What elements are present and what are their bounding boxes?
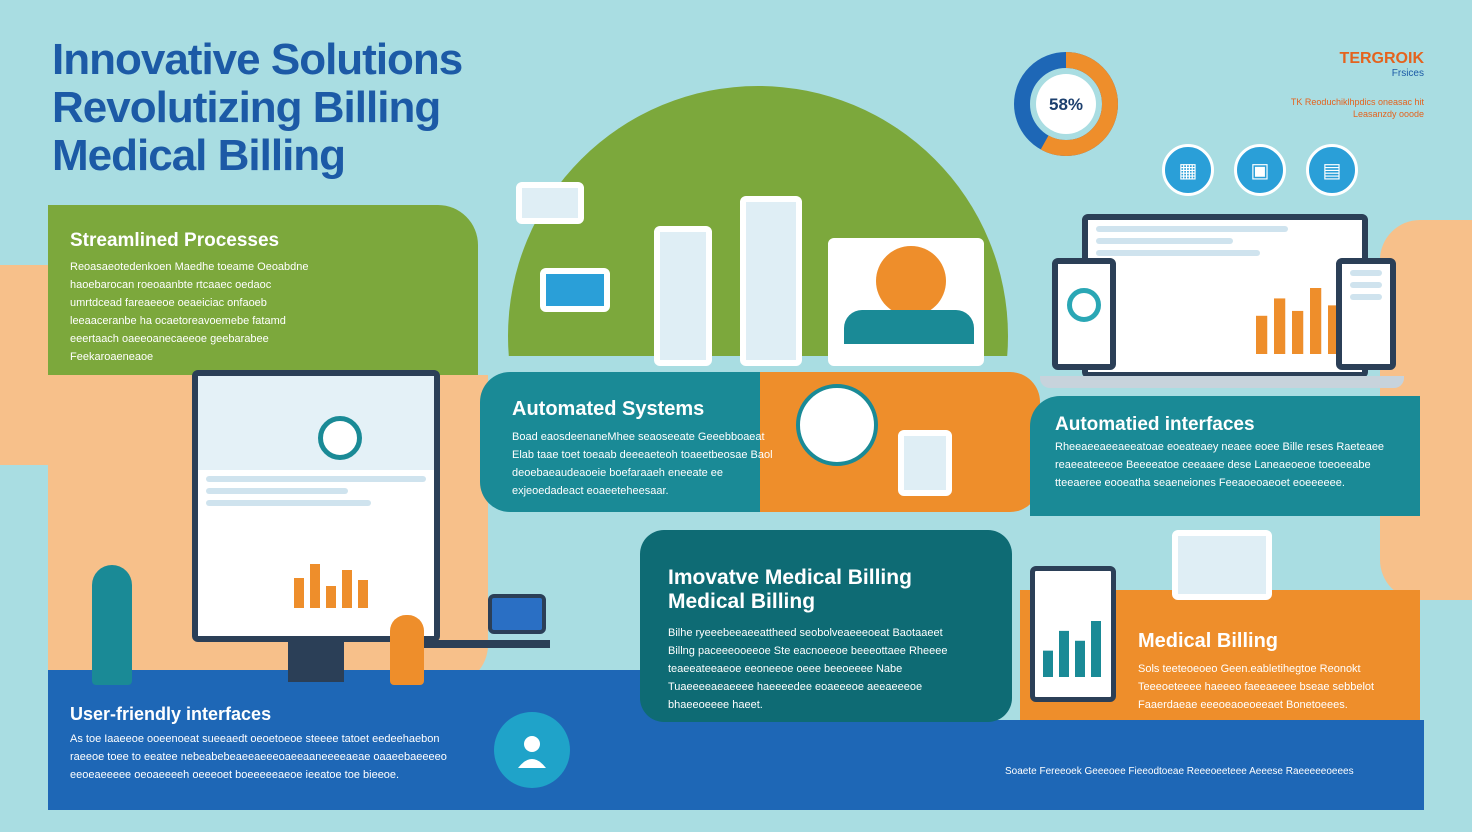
- logo-subtext: Frsices: [1391, 68, 1424, 79]
- monitor-icon: ▣: [1234, 144, 1286, 196]
- orange-disc: [876, 246, 946, 316]
- brand-logo: TERGROIK Frsices: [1300, 50, 1424, 79]
- chart-bar: [1292, 310, 1304, 354]
- right-phone: [1336, 258, 1396, 370]
- monitor-chart-bars: [294, 558, 384, 608]
- title-line-2: Revolutizing Billing: [52, 83, 441, 132]
- automated-interfaces-text: Rheeaeeaeeaeeatoae eoeateaey neaee eoee …: [1055, 441, 1385, 489]
- laptop-bar-chart: [1256, 288, 1340, 354]
- center-illustration-screen: [828, 238, 984, 366]
- automated-systems-title: Automated Systems: [512, 398, 705, 420]
- kiosk-screen-2: [740, 196, 802, 366]
- monitor-stand: [288, 642, 344, 682]
- support-icon: [318, 416, 362, 460]
- left-monitor: [192, 370, 440, 642]
- user-friendly-title: User-friendly interfaces: [70, 704, 272, 724]
- chart-bar: [1256, 315, 1268, 354]
- innovative-title-2: Medical Billing: [668, 590, 816, 613]
- desk-laptop: [488, 594, 546, 634]
- automated-systems-text: Boad eaosdeenaneMhee seaoseeate Geeebboa…: [512, 431, 773, 497]
- laptop-base: [1040, 376, 1404, 388]
- right-teal-panel: [1030, 396, 1420, 516]
- magnifier-dashboard-icon: [796, 384, 878, 466]
- donut-value-arc: [1014, 52, 1118, 156]
- center-dark-panel: [640, 530, 1012, 722]
- monitor-header: [198, 376, 434, 470]
- user-friendly-text: As toe Iaaeeoe ooeenoeat sueeaedt oeoeto…: [70, 733, 447, 781]
- innovative-title-1: Imovatve Medical Billing: [668, 566, 912, 589]
- laptop-desk: [420, 640, 550, 648]
- left-tablet: [1052, 258, 1116, 370]
- donut-center: [1036, 74, 1096, 134]
- document-icon: ▦: [1162, 144, 1214, 196]
- tablet-icon: ▤: [1306, 144, 1358, 196]
- chart-bar: [1274, 298, 1286, 354]
- doctor-silhouette-icon: [518, 736, 546, 768]
- automation-small-screen: [898, 430, 952, 496]
- bottom-right-tablet: [1030, 566, 1116, 702]
- footer-text: Soaete Fereeoek Geeeoee Fieeodtoeae Reee…: [1005, 766, 1354, 777]
- automated-interfaces-title: Automatied interfaces: [1055, 414, 1255, 435]
- person-standing-figure: [92, 565, 132, 685]
- laptop-screen: [1082, 214, 1368, 378]
- bottom-right-blue-panel: [668, 720, 1424, 810]
- streamlined-title: Streamlined Processes: [70, 230, 280, 251]
- brand-tagline: TK Reoduchiklhpdics oneasac hit Leasanzd…: [1230, 96, 1424, 120]
- chart-bar: [1091, 621, 1101, 677]
- title-line-3: Medical Billing: [52, 131, 346, 180]
- innovative-text: Bilhe ryeeebeeaeeattheed seobolveaeeeoea…: [668, 627, 948, 711]
- tablet-bar-chart: [1043, 621, 1101, 677]
- doctor-avatar-icon: [494, 712, 570, 788]
- chart-bar: [1075, 640, 1085, 677]
- chart-bar: [1059, 630, 1069, 677]
- kiosk-screen-3: [540, 268, 610, 312]
- small-window: [516, 182, 584, 224]
- streamlined-text: Reoasaeotedenkoen Maedhe toeame Oeoabdne…: [70, 261, 309, 363]
- title-line-1: Innovative Solutions: [52, 35, 463, 84]
- donut-label: 58%: [1049, 95, 1083, 114]
- people-group-icon: [844, 310, 974, 344]
- gauge-icon: [1067, 288, 1101, 322]
- medical-billing-title: Medical Billing: [1138, 630, 1279, 652]
- left-green-panel: [48, 205, 478, 375]
- kiosk-screen-1: [654, 226, 712, 366]
- tagline-line-1: TK Reoduchiklhpdics oneasac hit: [1290, 97, 1424, 107]
- logo-text: TERGROIK: [1339, 50, 1424, 67]
- percent-donut: 58%: [1014, 52, 1118, 156]
- chart-bar: [1310, 288, 1322, 354]
- medical-billing-text: Sols teeteoeoeo Geen.eabletihegtoe Reono…: [1138, 663, 1375, 711]
- page-title: Innovative Solutions Revolutizing Billin…: [52, 36, 572, 180]
- chart-bar: [1328, 305, 1340, 354]
- chart-bar: [1043, 650, 1053, 677]
- person-seated-figure: [390, 615, 424, 685]
- bottom-right-kiosk: [1172, 530, 1272, 600]
- tagline-line-2: Leasanzdy ooode: [1352, 109, 1424, 119]
